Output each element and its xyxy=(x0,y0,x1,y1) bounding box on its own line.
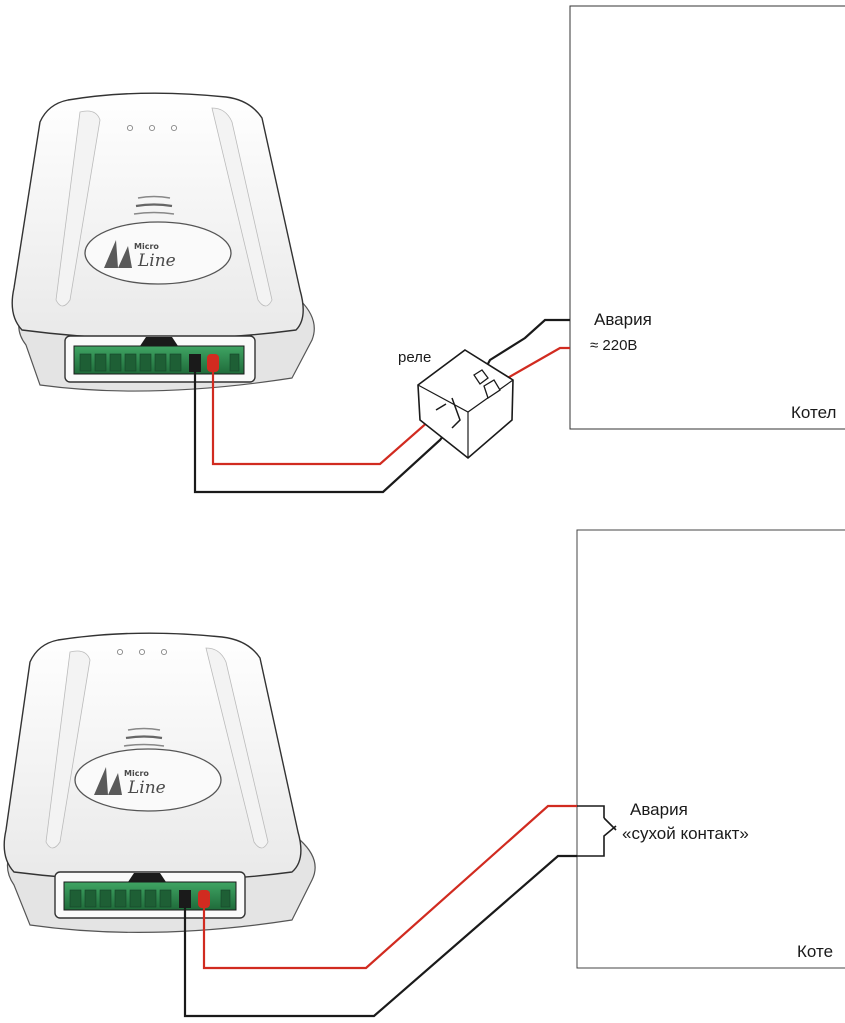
red-wire-bottom xyxy=(202,804,577,970)
logo-oval-bottom xyxy=(74,748,222,812)
bottom-diagram: Коте Авария «сухой контакт» Micro Line xyxy=(3,529,845,1018)
voltage-label-top: ≈ 220В xyxy=(590,337,637,354)
contact-label-bottom: «сухой контакт» xyxy=(622,824,749,843)
boiler-box-bottom xyxy=(576,529,845,969)
terminal-red-pin-top xyxy=(207,354,219,372)
gsm-device-top: Micro Line xyxy=(11,92,315,392)
logo-line-text-bottom: Line xyxy=(127,778,166,798)
boiler-label-top: Котел xyxy=(791,403,836,422)
logo-micro-text-top: Micro xyxy=(134,242,159,251)
relay-top: реле xyxy=(398,349,514,460)
relay-label: реле xyxy=(398,349,431,366)
logo-oval-top xyxy=(84,221,232,285)
boiler-box-top xyxy=(569,5,845,430)
alarm-label-bottom: Авария xyxy=(630,800,688,819)
terminal-red-pin-bottom xyxy=(198,890,210,908)
black-wire-bottom xyxy=(183,854,577,1018)
relay-switch-symbol xyxy=(435,397,461,429)
logo-line-text-top: Line xyxy=(137,251,176,271)
logo-sail-icon xyxy=(104,240,132,268)
logo-micro-text-bottom: Micro xyxy=(124,769,149,778)
terminal-black-pin-bottom xyxy=(179,890,191,908)
boiler-label-bottom: Коте xyxy=(797,942,833,961)
terminal-black-pin-top xyxy=(189,354,201,372)
relay-body xyxy=(417,349,514,460)
relay-contact-symbol xyxy=(473,369,501,400)
top-diagram: Котел Авария ≈ 220В Micro Line xyxy=(11,5,845,494)
dry-contact-switch xyxy=(577,805,617,857)
alarm-label-top: Авария xyxy=(594,310,652,329)
logo-sail-icon xyxy=(94,767,122,795)
gsm-device-bottom: Micro Line xyxy=(3,632,316,933)
